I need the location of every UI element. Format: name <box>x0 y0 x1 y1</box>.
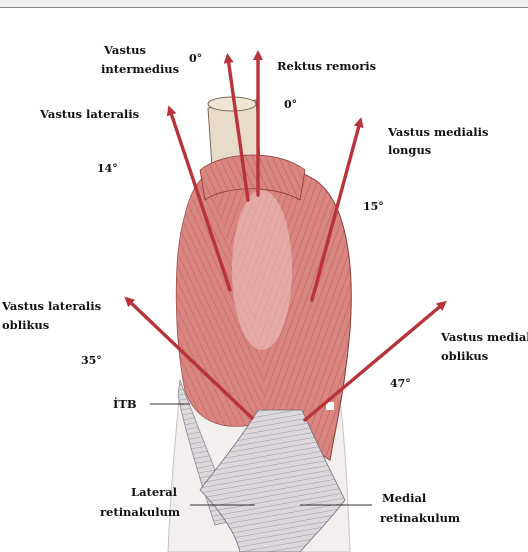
label-vastus-lateralis: Vastus lateralis <box>40 106 139 122</box>
label-vastus-medialis-longus-line2: longus <box>388 142 431 158</box>
label-medial-retinakulum-line1: Medial <box>382 490 426 506</box>
label-vastus-lateralis-oblikus-line2: oblikus <box>2 317 49 333</box>
angle-vastus-lateralis: 14° <box>97 162 118 175</box>
label-lateral-retinakulum-line1: Lateral <box>131 484 177 500</box>
label-vastus-intermedius-line2: intermedius <box>101 61 179 77</box>
angle-vastus-medialis-oblikus: 47° <box>390 377 411 390</box>
angle-rektus-femoris: 0° <box>284 98 297 111</box>
label-medial-retinakulum-line2: retinakulum <box>380 510 460 526</box>
label-vastus-medialis-oblikus-line2: oblikus <box>441 348 488 364</box>
label-vastus-medialis-oblikus-line1: Vastus mediali <box>441 329 528 345</box>
label-rektus-femoris: Rektus remoris <box>277 58 376 74</box>
label-lateral-retinakulum-line2: retinakulum <box>100 504 180 520</box>
label-vastus-lateralis-oblikus-line1: Vastus lateralis <box>2 298 101 314</box>
label-vastus-intermedius-line1: Vastus <box>104 42 146 58</box>
label-itb: İTB <box>113 396 137 412</box>
angle-vastus-medialis-longus: 15° <box>363 200 384 213</box>
angle-vastus-intermedius: 0° <box>189 52 202 65</box>
label-vastus-medialis-longus-line1: Vastus medialis <box>388 124 489 140</box>
angle-vastus-lateralis-oblikus: 35° <box>81 354 102 367</box>
